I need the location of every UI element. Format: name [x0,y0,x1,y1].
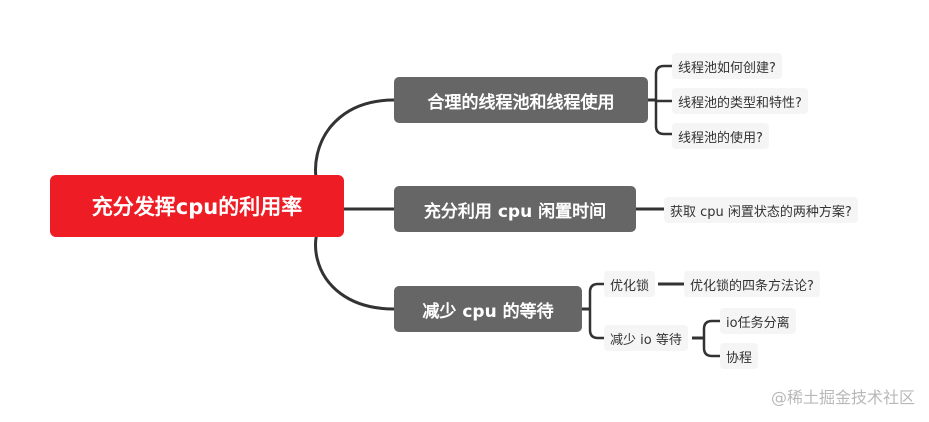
link-branch-1-leaves [654,64,672,136]
leaf-cpu-idle-solutions[interactable]: 获取 cpu 闲置状态的两种方案? [664,197,858,223]
sub-branch-io-wait[interactable]: 减少 io 等待 [604,325,688,351]
branch-thread-pool[interactable]: 合理的线程池和线程使用 [394,77,648,123]
leaf-pool-usage[interactable]: 线程池的使用? [672,123,769,149]
leaf-pool-types[interactable]: 线程池的类型和特性? [672,88,808,114]
root-node[interactable]: 充分发挥cpu的利用率 [50,175,344,237]
leaf-lock-methods[interactable]: 优化锁的四条方法论? [684,271,820,297]
sub-branch-lock[interactable]: 优化锁 [604,271,656,297]
branch-cpu-idle[interactable]: 充分利用 cpu 闲置时间 [394,186,636,232]
leaf-pool-create[interactable]: 线程池如何创建? [672,53,782,79]
watermark: @稀土掘金技术社区 [770,388,915,407]
link-branch-3-subs [588,282,604,340]
leaf-coroutine[interactable]: 协程 [720,343,759,369]
link-io-leaves [702,319,720,358]
branch-reduce-wait[interactable]: 减少 cpu 的等待 [394,286,582,332]
leaf-io-separation[interactable]: io任务分离 [720,308,796,334]
